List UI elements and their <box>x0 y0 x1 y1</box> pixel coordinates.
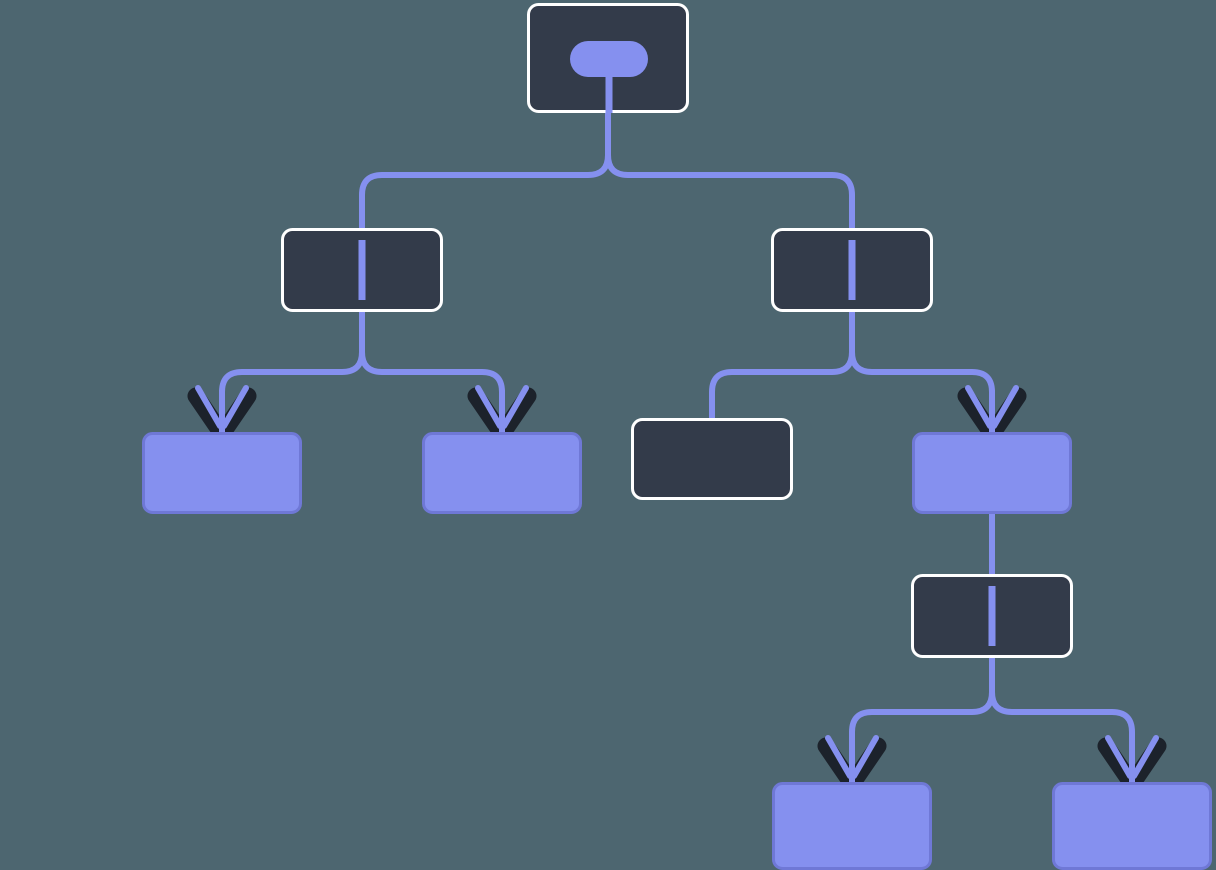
level2-leaf-b-box[interactable] <box>422 432 582 514</box>
level2-dark-node-box[interactable] <box>631 418 793 500</box>
arrow-wing-left-l4-a <box>825 735 853 779</box>
level2-leaf-a-box[interactable] <box>142 432 302 514</box>
level1-right-node-through-line <box>848 240 856 300</box>
root-node-pill <box>570 41 648 77</box>
arrow-wing-right-l4-a <box>851 735 879 779</box>
level1-left-node[interactable] <box>281 228 443 312</box>
level2-accent-branch-node-box[interactable] <box>912 432 1072 514</box>
arrow-wing-right-l4-b <box>1131 735 1159 779</box>
connector-layer <box>219 113 1135 782</box>
level2-leaf-a[interactable] <box>142 432 302 514</box>
arrow-wing-right-l2-a <box>221 385 249 429</box>
connector-level1-right-to-dark-node <box>709 312 855 418</box>
arrow-wing-right-l2-b <box>501 385 529 429</box>
arrow-wing-left-l2-b <box>475 385 503 429</box>
level3-dark-node-through-line <box>988 586 996 646</box>
arrow-wing-right-l2-d <box>991 385 1019 429</box>
connector-root-to-level1-left <box>359 113 611 228</box>
level4-leaf-b-box[interactable] <box>1052 782 1212 870</box>
root-node-pill-stem <box>605 59 613 113</box>
level1-left-node-through-line <box>358 240 366 300</box>
level4-leaf-b[interactable] <box>1052 782 1212 870</box>
arrow-wing-left-l2-d <box>965 385 993 429</box>
connector-level3-to-leaf-b <box>989 658 1135 782</box>
node-layer <box>142 3 1212 870</box>
arrow-wing-left-l2-a <box>195 385 223 429</box>
level2-accent-branch-node[interactable] <box>912 432 1072 514</box>
level4-leaf-a-box[interactable] <box>772 782 932 870</box>
level3-dark-node[interactable] <box>911 574 1073 658</box>
root-node[interactable] <box>527 3 689 114</box>
level1-right-node[interactable] <box>771 228 933 312</box>
level2-leaf-b[interactable] <box>422 432 582 514</box>
connector-level1-left-to-leaf-b <box>359 312 505 432</box>
connector-level1-right-to-accent-node <box>849 312 995 432</box>
connector-root-to-level1-right <box>605 113 855 228</box>
arrow-wing-left-l4-b <box>1105 735 1133 779</box>
level4-leaf-a[interactable] <box>772 782 932 870</box>
level2-dark-node[interactable] <box>631 418 793 500</box>
